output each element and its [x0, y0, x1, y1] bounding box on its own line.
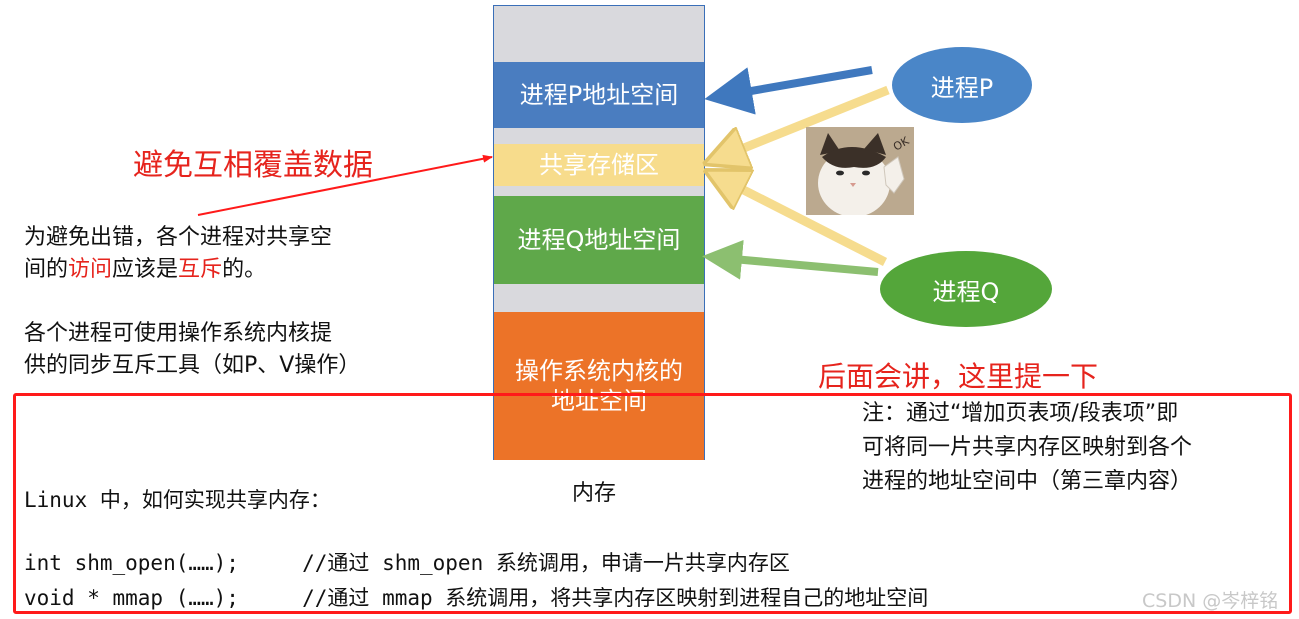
linux-shared-memory-box — [13, 393, 1292, 614]
side-note-line3: 进程的地址空间中（第三章内容） — [862, 469, 1193, 494]
process-q-address-space: 进程Q地址空间 — [494, 196, 704, 284]
arrow-red-annotation — [197, 154, 493, 216]
arrow-q-to-address — [702, 239, 879, 280]
shared-memory-area: 共享存储区 — [494, 144, 704, 186]
annotation-avoid-overwrite: 避免互相覆盖数据 — [133, 148, 373, 183]
os-kernel-address-space: 操作系统内核的地址空间 — [494, 312, 704, 460]
note-mutex-line2: 间的访问应该是互斥的。 — [24, 254, 266, 286]
memory-diagram: 进程P地址空间 共享存储区 进程Q地址空间 操作系统内核的地址空间 — [493, 5, 705, 460]
process-p-node: 进程P — [892, 47, 1032, 123]
memory-label: 内存 — [572, 481, 617, 506]
code-line-mmap: void * mmap (……); //通过 mmap 系统调用，将共享内存区映… — [24, 586, 929, 610]
process-q-node: 进程Q — [880, 251, 1052, 327]
note-mutex-text-b: 应该是 — [112, 257, 179, 282]
note-mutex-highlight-access: 访问 — [68, 257, 113, 282]
side-note-line2: 可将同一片共享内存区映射到各个 — [862, 435, 1193, 460]
arrow-q-to-shared — [724, 180, 888, 267]
side-note-line1: 注：通过“增加页表项/段表项”即 — [862, 401, 1179, 426]
note-mutex-line1: 为避免出错，各个进程对共享空 — [24, 225, 333, 250]
watermark: CSDN @岑梓铭 — [1142, 590, 1279, 612]
code-line-shm-open: int shm_open(……); //通过 shm_open 系统调用，申请一… — [24, 551, 790, 575]
arrow-p-to-shared — [724, 85, 890, 156]
note-sync-line2: 供的同步互斥工具（如P、V操作） — [24, 353, 361, 378]
arrow-p-to-address — [704, 66, 873, 115]
code-intro: Linux 中，如何实现共享内存： — [24, 488, 331, 512]
note-mutex-highlight-mutex: 互斥 — [178, 257, 223, 282]
note-mutex-text-c: 的。 — [222, 257, 267, 282]
note-sync-line1: 各个进程可使用操作系统内核提 — [24, 321, 333, 346]
note-mutex-text-a: 间的 — [24, 257, 69, 282]
later-note: 后面会讲，这里提一下 — [818, 360, 1099, 393]
cat-ok-icon: OK — [806, 127, 914, 215]
process-p-address-space: 进程P地址空间 — [494, 62, 704, 128]
